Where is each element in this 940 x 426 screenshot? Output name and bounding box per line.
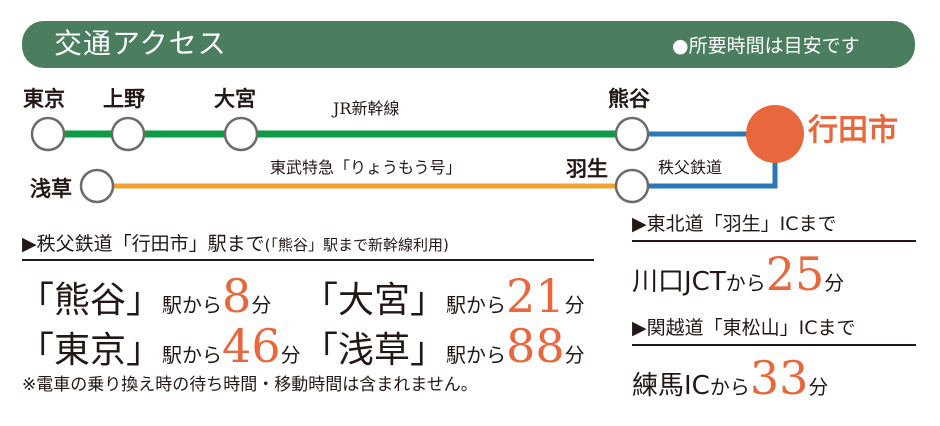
bracket-close: 」 xyxy=(410,330,447,371)
road-from: から xyxy=(709,375,750,399)
train-heading-note: (「熊谷」駅まで新幹線利用) xyxy=(264,236,449,254)
train-section-heading: ▶秩父鉄道「行田市」駅まで(「熊谷」駅まで新幹線利用) xyxy=(22,232,449,257)
route-station: 熊谷 xyxy=(54,280,127,321)
line-label-chichibu: 秩父鉄道 xyxy=(658,158,723,177)
train-route-kumagaya: 「熊谷」駅から8分 xyxy=(18,272,271,331)
train-heading-text: ▶秩父鉄道「行田市」駅まで xyxy=(22,233,265,255)
station-label-omiya: 大宮 xyxy=(214,87,256,111)
route-minutes: 88 xyxy=(506,319,565,373)
road-minutes: 33 xyxy=(749,351,809,405)
transfer-footnote: ※電車の乗り換え時の待ち時間・移動時間は含まれません。 xyxy=(22,375,478,395)
header-banner xyxy=(22,21,915,68)
train-route-asakusa: 「浅草」駅から88分 xyxy=(302,322,585,381)
station-marker-kumagaya xyxy=(614,116,650,152)
road-origin: 練馬IC xyxy=(632,371,710,401)
station-marker-asakusa xyxy=(79,168,115,204)
route-unit: 分 xyxy=(280,343,301,367)
line-label-tobu: 東武特急「りょうもう号」 xyxy=(270,158,462,177)
road-route-1-divider xyxy=(632,240,916,242)
bracket-close: 」 xyxy=(410,280,447,321)
line-label-shinkansen: JR新幹線 xyxy=(333,99,400,118)
bracket-open: 「 xyxy=(18,280,55,321)
route-station: 大宮 xyxy=(338,280,411,321)
station-marker-gyodashi xyxy=(746,105,804,163)
train-route-tokyo: 「東京」駅から46分 xyxy=(18,322,301,381)
station-marker-ueno xyxy=(110,116,146,152)
train-section-divider xyxy=(22,259,594,261)
road-route-2-heading: ▶関越道「東松山」ICまで xyxy=(632,317,856,339)
route-from: 駅から xyxy=(446,343,507,367)
station-label-hanyu: 羽生 xyxy=(566,157,608,181)
road-origin: 川口JCT xyxy=(632,267,726,297)
station-label-kumagaya: 熊谷 xyxy=(608,87,650,111)
station-label-asakusa: 浅草 xyxy=(30,177,72,201)
road-route-1: 川口JCTから25分 xyxy=(632,250,844,309)
bracket-open: 「 xyxy=(302,280,339,321)
road-from: から xyxy=(725,271,766,295)
route-unit: 分 xyxy=(251,293,272,317)
road-route-2: 練馬ICから33分 xyxy=(632,354,828,413)
bracket-close: 」 xyxy=(126,330,163,371)
road-route-2-divider xyxy=(632,344,916,346)
station-label-ueno: 上野 xyxy=(103,87,145,111)
route-minutes: 46 xyxy=(222,319,281,373)
station-label-tokyo: 東京 xyxy=(23,87,65,111)
station-marker-hanyu xyxy=(614,168,650,204)
page-title: 交通アクセス xyxy=(54,27,227,60)
bracket-open: 「 xyxy=(18,330,55,371)
train-route-omiya: 「大宮」駅から21分 xyxy=(302,272,585,331)
route-from: 駅から xyxy=(446,293,507,317)
route-station: 浅草 xyxy=(338,330,411,371)
station-marker-omiya xyxy=(223,116,259,152)
station-label-gyodashi: 行田市 xyxy=(808,113,898,148)
road-unit: 分 xyxy=(824,271,845,295)
road-route-1-heading: ▶東北道「羽生」ICまで xyxy=(632,213,837,235)
route-minutes: 8 xyxy=(222,269,252,323)
route-from: 駅から xyxy=(162,343,223,367)
bracket-open: 「 xyxy=(302,330,339,371)
route-station: 東京 xyxy=(54,330,127,371)
route-unit: 分 xyxy=(564,293,585,317)
route-minutes: 21 xyxy=(506,269,565,323)
estimate-note: ●所要時間は目安です xyxy=(672,35,860,57)
route-unit: 分 xyxy=(564,343,585,367)
route-from: 駅から xyxy=(162,293,223,317)
station-marker-tokyo xyxy=(30,116,66,152)
road-minutes: 25 xyxy=(765,247,825,301)
road-unit: 分 xyxy=(808,375,829,399)
bracket-close: 」 xyxy=(126,280,163,321)
